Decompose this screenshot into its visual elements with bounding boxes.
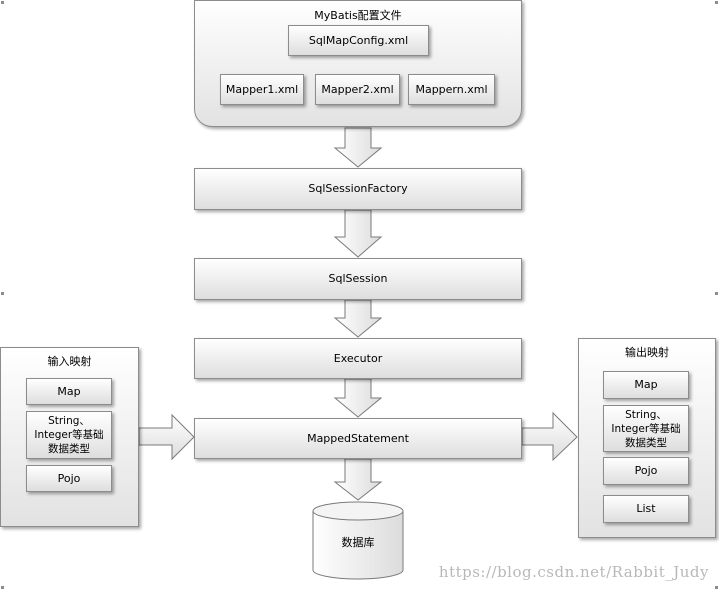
mappedstatement-box: MappedStatement <box>194 418 522 459</box>
input-map-box: Map <box>26 378 112 405</box>
mapper2-box: Mapper2.xml <box>315 74 400 105</box>
handle-dot-top-right <box>715 1 718 4</box>
sqlmapconfig-box: SqlMapConfig.xml <box>288 25 429 56</box>
output-panel-title: 输出映射 <box>625 346 669 359</box>
config-panel-title: MyBatis配置文件 <box>314 9 402 22</box>
right-arrow-input-to-statement <box>138 413 195 461</box>
executor-box: Executor <box>194 338 522 379</box>
database-label: 数据库 <box>341 536 375 549</box>
sqlsessionfactory-box: SqlSessionFactory <box>194 168 522 210</box>
down-arrow-executor-to-statement <box>333 378 383 418</box>
handle-dot-mid-right <box>715 292 718 295</box>
input-pojo-box: Pojo <box>26 465 112 492</box>
output-map-box: Map <box>603 371 689 399</box>
down-arrow-statement-to-database <box>333 458 383 501</box>
input-basic-types-box: String、 Integer等基础 数据类型 <box>26 411 112 459</box>
output-pojo-box: Pojo <box>603 457 689 485</box>
input-panel-title: 输入映射 <box>47 355 92 368</box>
down-arrow-session-to-executor <box>333 299 383 338</box>
right-arrow-statement-to-output <box>521 411 578 462</box>
mapper1-box: Mapper1.xml <box>220 74 304 105</box>
handle-dot-bottom-right <box>715 586 718 589</box>
database-cylinder <box>312 501 404 580</box>
handle-dot-mid-left <box>1 292 4 295</box>
handle-dot-bottom-left <box>1 586 4 589</box>
watermark-url: https://blog.csdn.net/Rabbit_Judy <box>438 563 709 581</box>
mybatis-config-panel: MyBatis配置文件 <box>194 0 522 127</box>
mappern-box: Mappern.xml <box>408 74 495 105</box>
output-basic-types-box: String、 Integer等基础 数据类型 <box>603 405 689 452</box>
down-arrow-factory-to-session <box>333 209 383 258</box>
down-arrow-config-to-factory <box>333 127 383 168</box>
handle-dot-top-left <box>1 1 4 4</box>
output-list-box: List <box>603 495 689 523</box>
sqlsession-box: SqlSession <box>194 258 522 300</box>
